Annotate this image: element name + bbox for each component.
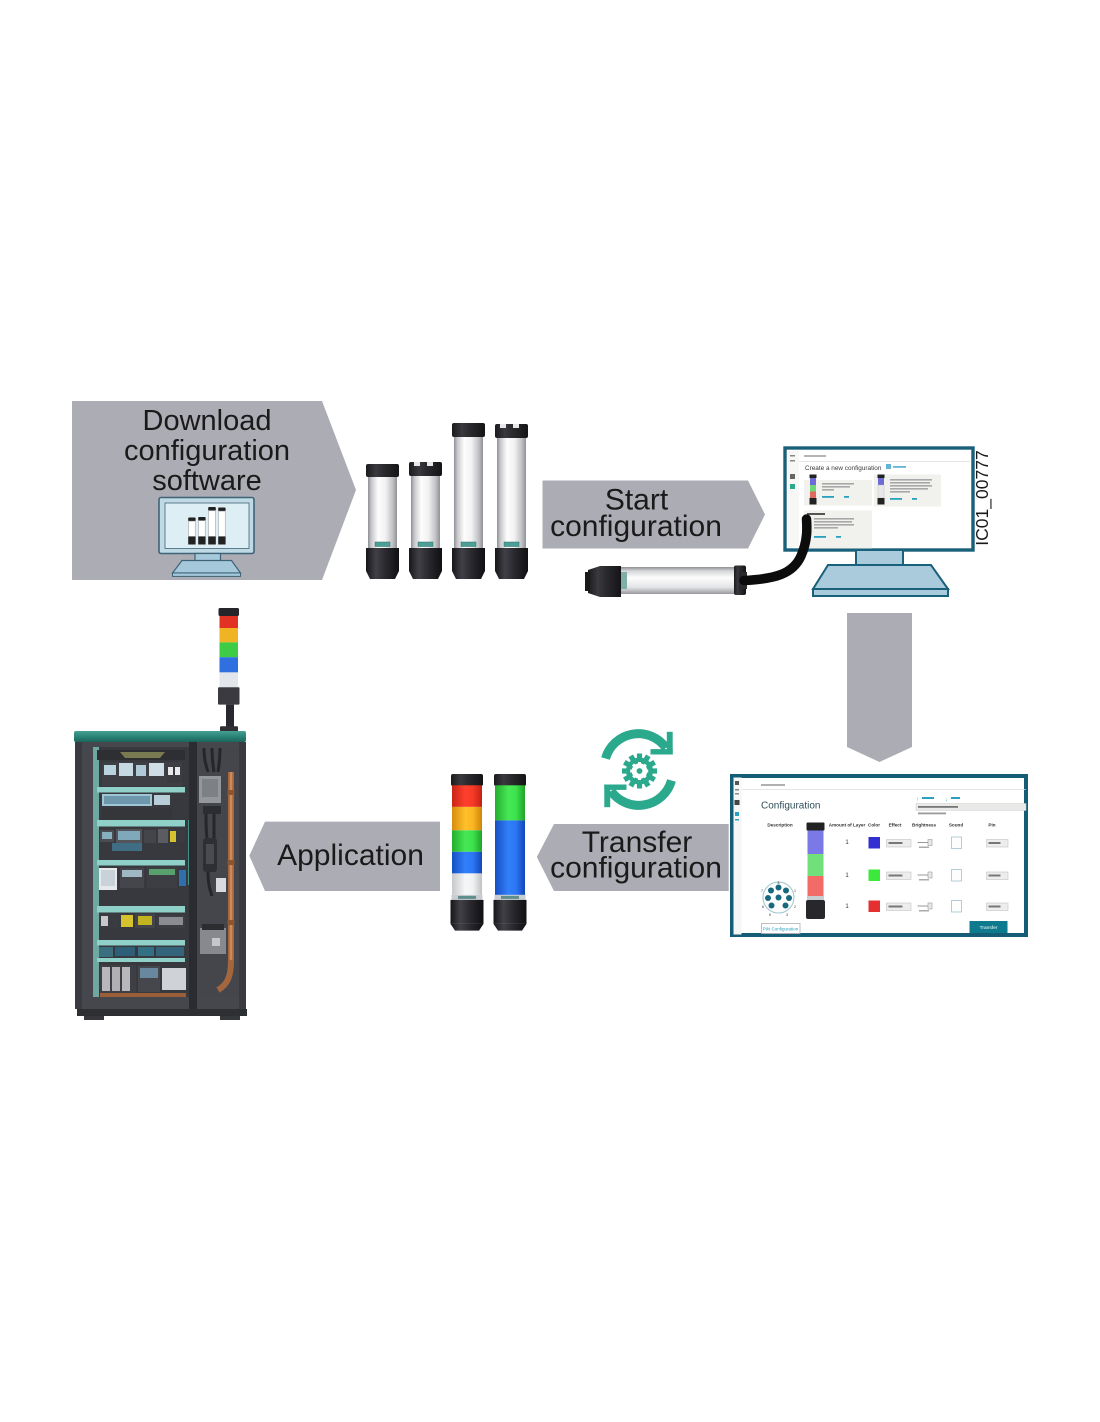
svg-text:Amount of Layer: Amount of Layer: [829, 823, 866, 828]
svg-text:Transfer: Transfer: [582, 826, 693, 859]
svg-text:Application: Application: [277, 839, 424, 872]
svg-text:7: 7: [761, 889, 763, 893]
svg-text:Brightness: Brightness: [912, 823, 936, 828]
svg-text:5: 5: [769, 913, 771, 917]
svg-text:3: 3: [786, 913, 788, 917]
svg-text:1: 1: [794, 889, 796, 893]
svg-text:Color: Color: [868, 823, 880, 828]
svg-text:1: 1: [845, 904, 849, 910]
svg-text:Configuration: Configuration: [761, 801, 820, 812]
svg-text:Start: Start: [605, 484, 669, 517]
svg-text:Transfer: Transfer: [980, 925, 998, 931]
svg-text:IC01_00777: IC01_00777: [972, 450, 993, 545]
svg-text:Effect: Effect: [889, 823, 902, 828]
svg-text:↑: ↑: [916, 797, 919, 803]
svg-text:configuration: configuration: [550, 510, 722, 543]
svg-text:Sound: Sound: [949, 823, 963, 828]
svg-text:8: 8: [778, 881, 780, 885]
svg-text:software: software: [152, 465, 262, 497]
svg-text:Download: Download: [143, 405, 272, 437]
svg-text:configuration: configuration: [550, 852, 722, 885]
svg-text:Create a new configuration: Create a new configuration: [805, 465, 882, 472]
svg-text:PIN Configuration: PIN Configuration: [763, 927, 799, 932]
svg-text:Description: Description: [767, 823, 792, 828]
svg-text:1: 1: [845, 840, 849, 846]
svg-text:1: 1: [845, 873, 849, 879]
svg-text:configuration: configuration: [124, 435, 290, 467]
svg-text:↓: ↓: [945, 797, 948, 803]
svg-text:6: 6: [762, 905, 764, 909]
svg-text:2: 2: [794, 905, 796, 909]
svg-text:Pin: Pin: [988, 823, 995, 828]
